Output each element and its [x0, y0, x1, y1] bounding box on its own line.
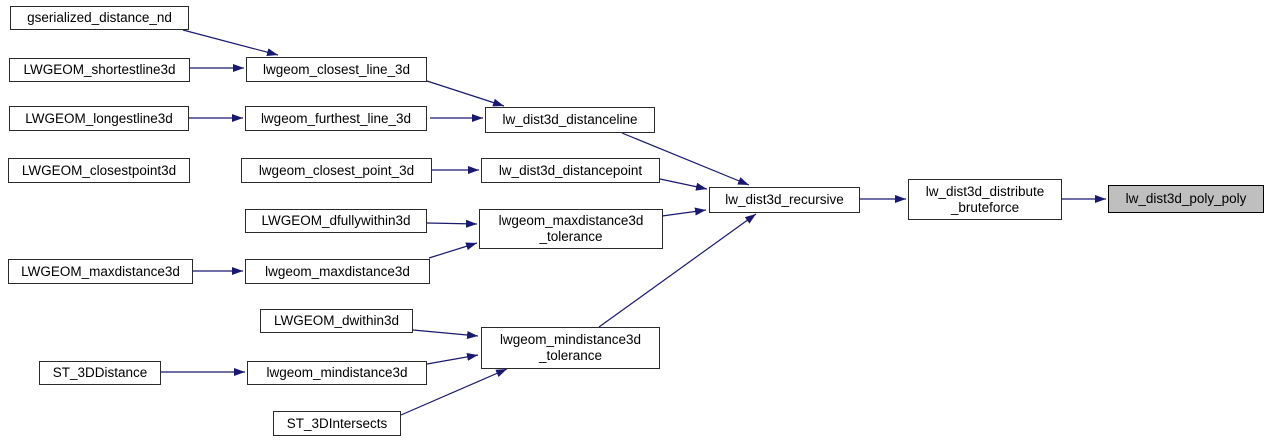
- node-lwgeom-dfullywithin3d[interactable]: LWGEOM_dfullywithin3d: [245, 209, 427, 233]
- node-lwgeom-shortestline3d[interactable]: LWGEOM_shortestline3d: [9, 58, 190, 82]
- node-st-3ddistance[interactable]: ST_3DDistance: [39, 361, 161, 385]
- edge-lwgeom-mindistance3d-to-lwgeom-mindistance3d-tolerance: [426, 352, 479, 365]
- node-lwgeom-closest-line-3d[interactable]: lwgeom_closest_line_3d: [246, 57, 427, 82]
- node-lwgeom-longestline3d[interactable]: LWGEOM_longestline3d: [9, 106, 189, 131]
- node-lw-dist3d-poly-poly: lw_dist3d_poly_poly: [1108, 185, 1264, 213]
- edge-lwgeom-maxdistance3d-to-lwgeom-maxdistance3d-tolerance: [428, 242, 478, 259]
- edge-lwgeom-closest-line-3d-to-lw-dist3d-distanceline: [426, 80, 505, 107]
- node-lwgeom-dwithin3d[interactable]: LWGEOM_dwithin3d: [260, 309, 413, 333]
- node-lwgeom-furthest-line-3d[interactable]: lwgeom_furthest_line_3d: [245, 106, 427, 131]
- node-lwgeom-maxdistance3d-tolerance[interactable]: lwgeom_maxdistance3d _tolerance: [479, 209, 663, 249]
- node-lwgeom-closest-point-3d[interactable]: lwgeom_closest_point_3d: [241, 158, 432, 183]
- node-gserialized-distance-nd[interactable]: gserialized_distance_nd: [10, 6, 189, 30]
- node-lwgeom-maxdistance3d-caller[interactable]: LWGEOM_maxdistance3d: [8, 259, 193, 284]
- node-lwgeom-mindistance3d-tolerance[interactable]: lwgeom_mindistance3d _tolerance: [481, 327, 660, 369]
- node-lwgeom-maxdistance3d[interactable]: lwgeom_maxdistance3d: [245, 259, 430, 284]
- node-lw-dist3d-distribute-bruteforce[interactable]: lw_dist3d_distribute _bruteforce: [908, 179, 1062, 220]
- node-lwgeom-mindistance3d[interactable]: lwgeom_mindistance3d: [247, 361, 427, 385]
- edge-lwgeom-dfullywithin3d-to-lwgeom-maxdistance3d-tolerance: [426, 219, 478, 228]
- node-lw-dist3d-recursive[interactable]: lw_dist3d_recursive: [709, 187, 860, 213]
- node-lw-dist3d-distanceline[interactable]: lw_dist3d_distanceline: [485, 107, 655, 133]
- edge-lw-dist3d-distancepoint-to-lw-dist3d-recursive: [659, 178, 708, 191]
- edge-gserialized-distance-nd-to-lwgeom-closest-line-3d: [182, 29, 279, 57]
- node-lwgeom-closestpoint3d[interactable]: LWGEOM_closestpoint3d: [8, 158, 190, 183]
- edge-lwgeom-maxdistance3d-tolerance-to-lw-dist3d-recursive: [661, 207, 707, 217]
- node-lw-dist3d-distancepoint[interactable]: lw_dist3d_distancepoint: [481, 158, 660, 183]
- edge-lwgeom-dwithin3d-to-lwgeom-mindistance3d-tolerance: [412, 329, 479, 339]
- node-st-3dintersects[interactable]: ST_3DIntersects: [273, 411, 401, 436]
